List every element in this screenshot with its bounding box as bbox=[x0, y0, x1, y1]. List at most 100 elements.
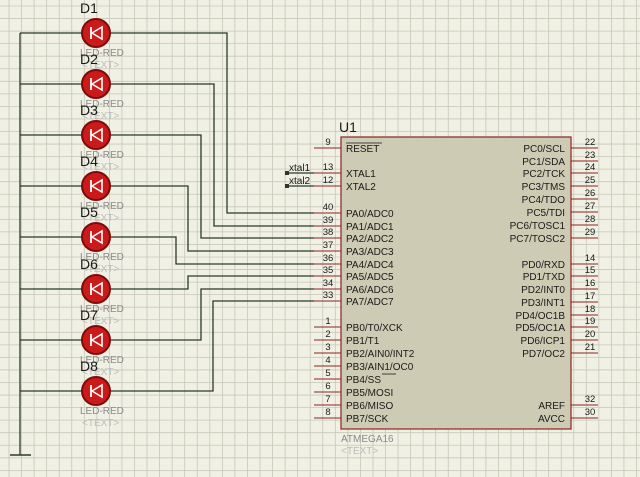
pin-name: PB5/MOSI bbox=[346, 388, 393, 399]
pin-name: PD2/INT0 bbox=[521, 285, 565, 296]
pin-name: PA4/ADC4 bbox=[346, 260, 394, 271]
pin-number: 12 bbox=[323, 175, 334, 186]
microcontroller-u1[interactable]: U1ATMEGA16<TEXT>9RESET13XTAL112XTAL240PA… bbox=[314, 119, 598, 457]
pin-number: 25 bbox=[585, 175, 596, 186]
led-ref-label: D2 bbox=[80, 51, 98, 67]
pin-name: PA0/ADC0 bbox=[346, 209, 394, 220]
pin-number: 24 bbox=[585, 162, 596, 173]
pin-number: 14 bbox=[585, 253, 596, 264]
led-value-label: LED-RED bbox=[80, 99, 124, 110]
pin-number: 19 bbox=[585, 316, 596, 327]
net-junction-icon bbox=[285, 184, 289, 188]
diode-triangle-icon bbox=[90, 332, 103, 348]
pin-number: 15 bbox=[585, 265, 596, 276]
led-anode-wire bbox=[110, 236, 314, 265]
pin-name: PD5/OC1A bbox=[516, 323, 566, 334]
pin-number: 38 bbox=[323, 227, 334, 238]
led-value-label: LED-RED bbox=[80, 355, 124, 366]
led-ref-label: D1 bbox=[80, 0, 98, 16]
pin-name: PB7/SCK bbox=[346, 414, 389, 425]
pin-name: PD4/OC1B bbox=[516, 311, 566, 322]
led-text-label: <TEXT> bbox=[82, 213, 119, 224]
pin-number: 35 bbox=[323, 265, 334, 276]
led-anode-wire bbox=[110, 32, 314, 214]
led-text-label: <TEXT> bbox=[82, 418, 119, 429]
diode-triangle-icon bbox=[90, 383, 103, 399]
led-text-label: <TEXT> bbox=[82, 367, 119, 378]
pin-number: 28 bbox=[585, 214, 596, 225]
diode-triangle-icon bbox=[90, 25, 103, 41]
pin-number: 37 bbox=[323, 240, 334, 251]
led-value-label: LED-RED bbox=[80, 304, 124, 315]
pin-name: PC4/TDO bbox=[522, 195, 566, 206]
pin-number: 1 bbox=[325, 316, 330, 327]
led-body-icon bbox=[81, 222, 111, 252]
pin-number: 17 bbox=[585, 291, 596, 302]
pin-name: PC1/SDA bbox=[522, 157, 565, 168]
led-ref-label: D3 bbox=[80, 102, 98, 118]
net-junction-icon bbox=[285, 171, 289, 175]
pin-name: PB3/AIN1/OC0 bbox=[346, 362, 414, 373]
led-text-label: <TEXT> bbox=[82, 264, 119, 275]
pin-number: 21 bbox=[585, 342, 596, 353]
pin-name: PD6/ICP1 bbox=[521, 336, 566, 347]
pin-number: 7 bbox=[325, 394, 330, 405]
pin-number: 2 bbox=[325, 329, 330, 340]
led-text-label: <TEXT> bbox=[82, 162, 119, 173]
pin-number: 22 bbox=[585, 137, 596, 148]
diode-triangle-icon bbox=[90, 178, 103, 194]
pin-name: XTAL2 bbox=[346, 182, 376, 193]
diode-triangle-icon bbox=[90, 281, 103, 297]
pin-number: 30 bbox=[585, 407, 596, 418]
led-value-label: LED-RED bbox=[80, 48, 124, 59]
pin-name: PA1/ADC1 bbox=[346, 222, 394, 233]
led-text-label: <TEXT> bbox=[82, 111, 119, 122]
